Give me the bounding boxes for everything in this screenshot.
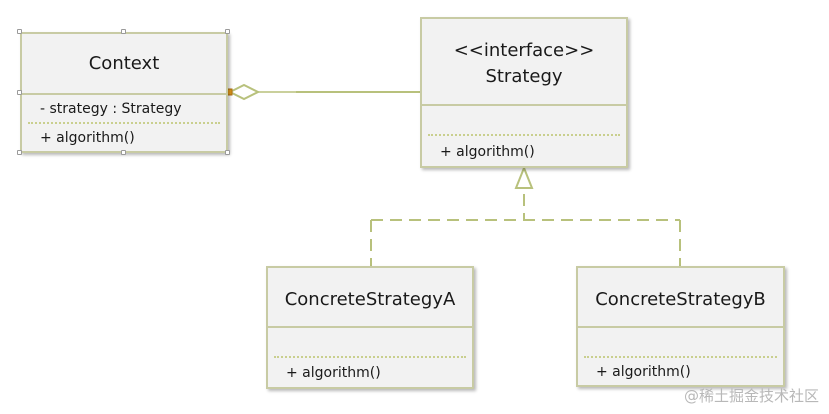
context-dotted-separator: [28, 122, 220, 124]
context-separator: [22, 93, 226, 95]
selection-handle[interactable]: [225, 29, 230, 34]
strategy-operation: + algorithm(): [440, 144, 535, 160]
strategy-separator: [422, 104, 626, 106]
concrete-strategy-a-name: ConcreteStrategyA: [284, 289, 456, 310]
concrete-b-dotted-separator: [584, 356, 777, 358]
selection-handle[interactable]: [17, 150, 22, 155]
concrete-a-operation: + algorithm(): [286, 365, 381, 381]
concrete-a-dotted-separator: [274, 356, 466, 358]
context-class-name: Context: [88, 53, 160, 74]
strategy-interface[interactable]: <<interface>> Strategy + algorithm(): [420, 17, 628, 168]
strategy-stereotype: <<interface>>: [453, 40, 595, 61]
context-attribute: - strategy : Strategy: [40, 101, 182, 117]
selection-handle[interactable]: [17, 90, 22, 95]
aggregation-diamond-icon: [227, 83, 261, 101]
context-class[interactable]: Context - strategy : Strategy + algorith…: [20, 32, 228, 153]
selection-handle[interactable]: [121, 29, 126, 34]
selection-handle[interactable]: [225, 150, 230, 155]
strategy-dotted-separator: [428, 134, 620, 136]
concrete-strategy-b[interactable]: ConcreteStrategyB + algorithm(): [576, 266, 785, 387]
watermark: @稀土掘金技术社区: [683, 387, 819, 405]
concrete-a-separator: [268, 326, 472, 328]
strategy-name: Strategy: [485, 66, 563, 87]
concrete-strategy-a[interactable]: ConcreteStrategyA + algorithm(): [266, 266, 474, 389]
concrete-strategy-b-name: ConcreteStrategyB: [595, 289, 766, 310]
realization-arrow-icon: [514, 165, 534, 189]
concrete-b-operation: + algorithm(): [596, 364, 691, 380]
selection-handle[interactable]: [121, 150, 126, 155]
aggregation-connector: [225, 83, 420, 101]
context-operation: + algorithm(): [40, 130, 135, 146]
selection-handle[interactable]: [17, 29, 22, 34]
concrete-b-separator: [578, 326, 783, 328]
realization-connector: [370, 194, 681, 266]
